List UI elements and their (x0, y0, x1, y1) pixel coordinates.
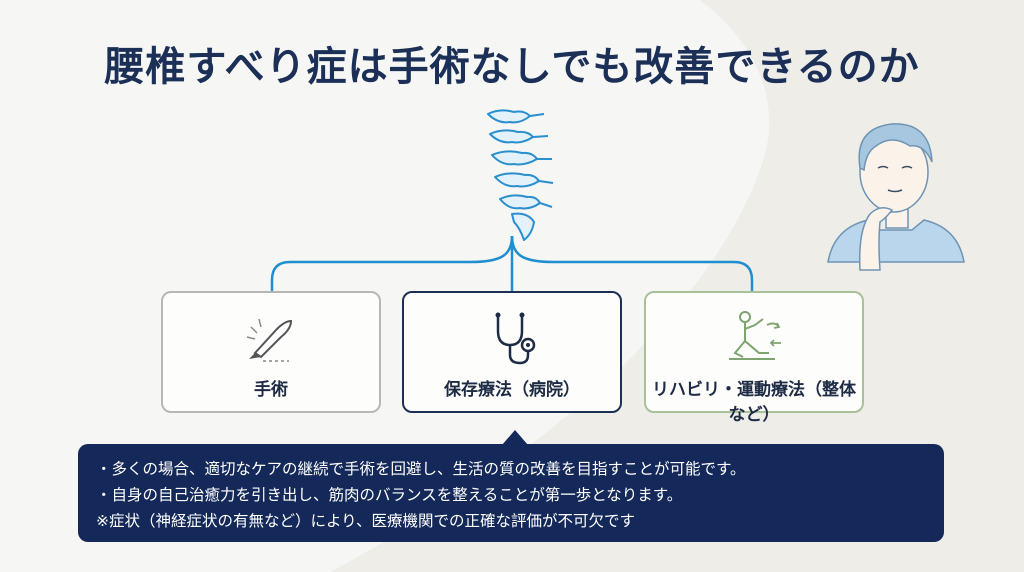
option-card-rehab: リハビリ・運動療法（整体など） (644, 291, 864, 425)
panel-pointer (502, 430, 528, 445)
thinking-person-illustration (827, 123, 965, 271)
note-line: ※症状（神経症状の有無など）により、医療機関での正確な評価が不可欠です (96, 512, 636, 530)
note-line: ・多くの場合、適切なケアの継続で手術を回避し、生活の質の改善を目指すことが可能で… (96, 460, 746, 478)
option-label: リハビリ・運動療法（整体など） (652, 380, 856, 425)
stretching-person-icon (646, 307, 862, 367)
option-label: 手術 (254, 380, 288, 400)
scalpel-icon (163, 307, 379, 367)
page-title: 腰椎すべり症は手術なしでも改善できるのか (104, 44, 920, 90)
option-label: 保存療法（病院） (444, 380, 580, 400)
option-card-surgery: 手術 (161, 291, 381, 413)
spine-icon (487, 109, 554, 241)
note-line: ・自身の自己治癒力を引き出し、筋肉のバランスを整えることが第一歩となります。 (96, 486, 683, 504)
info-panel: ・多くの場合、適切なケアの継続で手術を回避し、生活の質の改善を目指すことが可能で… (78, 444, 944, 542)
stethoscope-icon (404, 307, 620, 367)
option-card-conservative: 保存療法（病院） (402, 291, 622, 413)
